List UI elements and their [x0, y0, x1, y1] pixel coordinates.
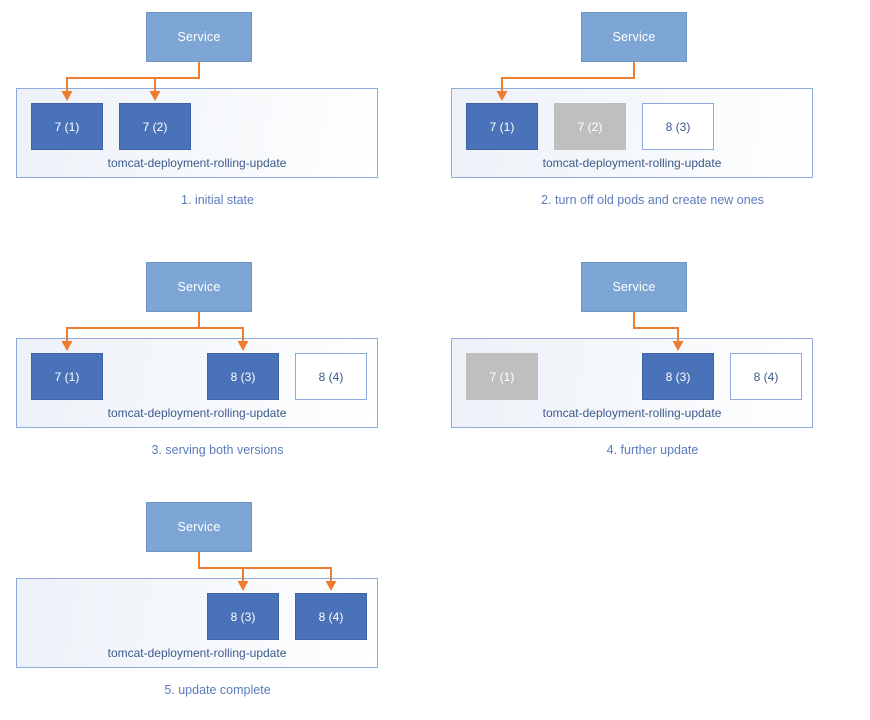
panel-3: Service tomcat-deployment-rolling-update 7…	[0, 250, 435, 480]
panel-caption: 3. serving both versions	[151, 443, 284, 457]
panel-caption: 5. update complete	[164, 683, 271, 697]
service-box[interactable]: Service	[146, 502, 252, 552]
service-label: Service	[177, 30, 221, 44]
pod-label: 8 (3)	[665, 369, 691, 384]
panel-caption: 4. further update	[606, 443, 699, 457]
deployment-name-label: tomcat-deployment-rolling-update	[107, 646, 287, 660]
pod-terminating[interactable]: 7 (2)	[554, 103, 626, 150]
service-box[interactable]: Service	[581, 262, 687, 312]
panel-5: Service tomcat-deployment-rolling-update 8…	[0, 490, 435, 720]
pod-label: 7 (2)	[142, 119, 168, 134]
pod-active[interactable]: 7 (2)	[119, 103, 191, 150]
pod-label: 8 (3)	[230, 369, 256, 384]
panel-4: Service tomcat-deployment-rolling-update 7…	[435, 250, 870, 480]
service-box[interactable]: Service	[581, 12, 687, 62]
pod-pending[interactable]: 8 (3)	[642, 103, 714, 150]
panel-2: Service tomcat-deployment-rolling-update 7…	[435, 0, 870, 230]
panel-caption: 1. initial state	[181, 193, 254, 207]
pod-label: 7 (1)	[489, 119, 515, 134]
pod-active[interactable]: 8 (3)	[207, 593, 279, 640]
pod-terminating[interactable]: 7 (1)	[466, 353, 538, 400]
deployment-name-label: tomcat-deployment-rolling-update	[107, 156, 287, 170]
deployment-name-label: tomcat-deployment-rolling-update	[107, 406, 287, 420]
service-box[interactable]: Service	[146, 12, 252, 62]
service-label: Service	[177, 520, 221, 534]
service-label: Service	[612, 30, 656, 44]
pod-active[interactable]: 7 (1)	[31, 103, 103, 150]
pod-active[interactable]: 8 (4)	[295, 593, 367, 640]
panel-caption: 2. turn off old pods and create new ones	[541, 193, 764, 207]
pod-label: 7 (1)	[489, 369, 515, 384]
panel-1: Service tomcat-deployment-rolling-update 7…	[0, 0, 435, 230]
service-label: Service	[177, 280, 221, 294]
pod-label: 7 (1)	[54, 369, 80, 384]
deployment-name-label: tomcat-deployment-rolling-update	[542, 156, 722, 170]
pod-label: 8 (3)	[230, 609, 256, 624]
pod-active[interactable]: 8 (3)	[207, 353, 279, 400]
service-label: Service	[612, 280, 656, 294]
pod-label: 8 (4)	[753, 369, 779, 384]
pod-active[interactable]: 7 (1)	[466, 103, 538, 150]
pod-active[interactable]: 8 (3)	[642, 353, 714, 400]
pod-pending[interactable]: 8 (4)	[730, 353, 802, 400]
pod-label: 8 (3)	[665, 119, 691, 134]
pod-label: 7 (1)	[54, 119, 80, 134]
pod-label: 8 (4)	[318, 369, 344, 384]
pod-label: 8 (4)	[318, 609, 344, 624]
deployment-name-label: tomcat-deployment-rolling-update	[542, 406, 722, 420]
pod-active[interactable]: 7 (1)	[31, 353, 103, 400]
pod-label: 7 (2)	[577, 119, 603, 134]
service-box[interactable]: Service	[146, 262, 252, 312]
pod-pending[interactable]: 8 (4)	[295, 353, 367, 400]
